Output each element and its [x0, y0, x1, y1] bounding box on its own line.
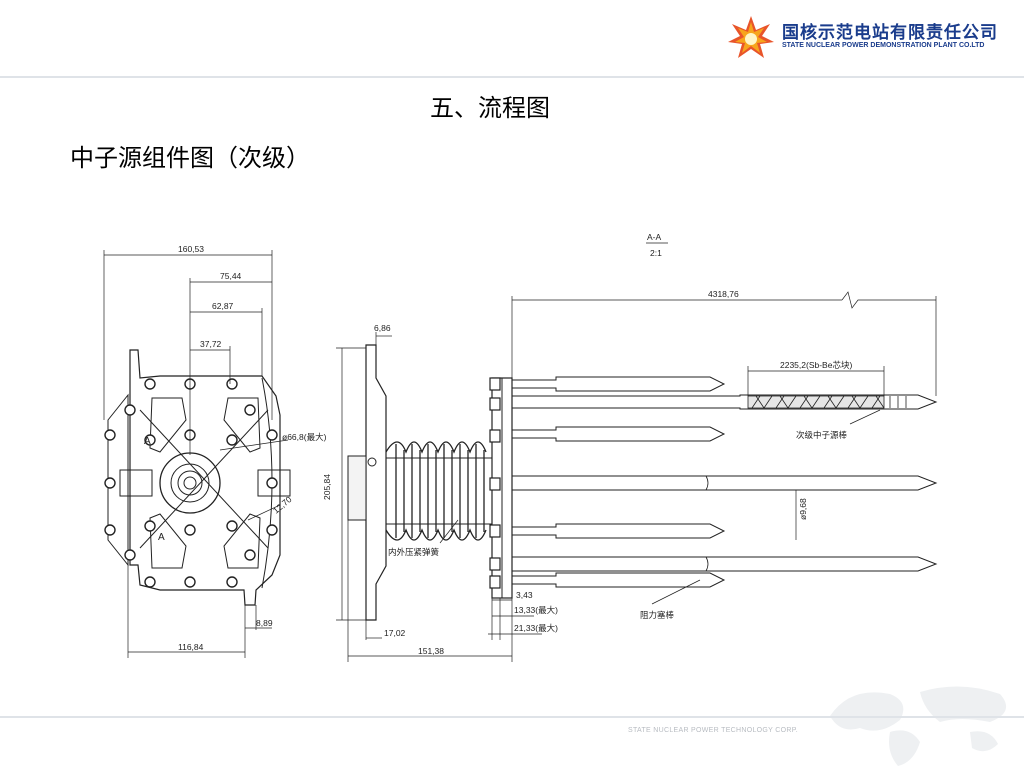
- dim-17-02: 17,02: [384, 628, 406, 638]
- dim-9-68: ø9,68: [798, 498, 808, 520]
- company-logo: 国核示范电站有限责任公司 STATE NUCLEAR POWER DEMONST…: [726, 14, 1016, 64]
- spring-label: 内外压紧弹簧: [388, 547, 440, 557]
- dim-3-43: 3,43: [516, 590, 533, 600]
- dim-13-33: 13,33(最大): [514, 605, 558, 615]
- dim-8-89: 8,89: [256, 618, 273, 628]
- dim-66-8: ø66,8(最大): [282, 432, 327, 442]
- footer-text: STATE NUCLEAR POWER TECHNOLOGY CORP.: [628, 727, 799, 734]
- dim-151-38: 151,38: [418, 646, 444, 656]
- drawing-scale: 2:1: [650, 248, 662, 258]
- header-divider: [0, 76, 1024, 78]
- dim-37-72: 37,72: [200, 339, 222, 349]
- dim-12-70: 12,70: [271, 494, 294, 516]
- company-name-en: STATE NUCLEAR POWER DEMONSTRATION PLANT …: [782, 42, 985, 49]
- plan-view: [103, 250, 291, 658]
- sun-logo-icon: [728, 16, 774, 58]
- dim-21-33: 21,33(最大): [514, 623, 558, 633]
- section-marker-a-bottom: A: [158, 532, 165, 543]
- neutron-source-assembly-drawing: 160,53 75,44 62,87 37,72 ø66,8(最大) 12,70…: [103, 232, 938, 662]
- dim-205-84: 205,84: [322, 474, 332, 500]
- dim-62-87: 62,87: [212, 301, 234, 311]
- section-label: A-A: [647, 232, 662, 242]
- slide-subtitle: 中子源组件图（次级）: [70, 144, 310, 172]
- secondary-source-rod-label: 次级中子源棒: [796, 430, 848, 440]
- dim-75-44: 75,44: [220, 271, 242, 281]
- dim-6-86: 6,86: [374, 323, 391, 333]
- footer-divider: [0, 716, 1024, 718]
- world-map-watermark-icon: [830, 686, 1007, 766]
- sb-be-pellet-section: [747, 395, 907, 409]
- dim-4318-76: 4318,76: [708, 289, 739, 299]
- dim-2235-2: 2235,2(Sb-Be芯块): [780, 360, 852, 370]
- thimble-plug-label: 阻力塞棒: [640, 610, 675, 620]
- dim-116-84: 116,84: [178, 642, 204, 652]
- dim-160-53: 160,53: [178, 244, 204, 254]
- slide-title: 五、流程图: [430, 94, 550, 122]
- section-marker-a-top: A: [144, 436, 151, 447]
- rod-view: [488, 242, 938, 640]
- side-view: [336, 332, 513, 662]
- company-name-cn: 国核示范电站有限责任公司: [782, 23, 998, 43]
